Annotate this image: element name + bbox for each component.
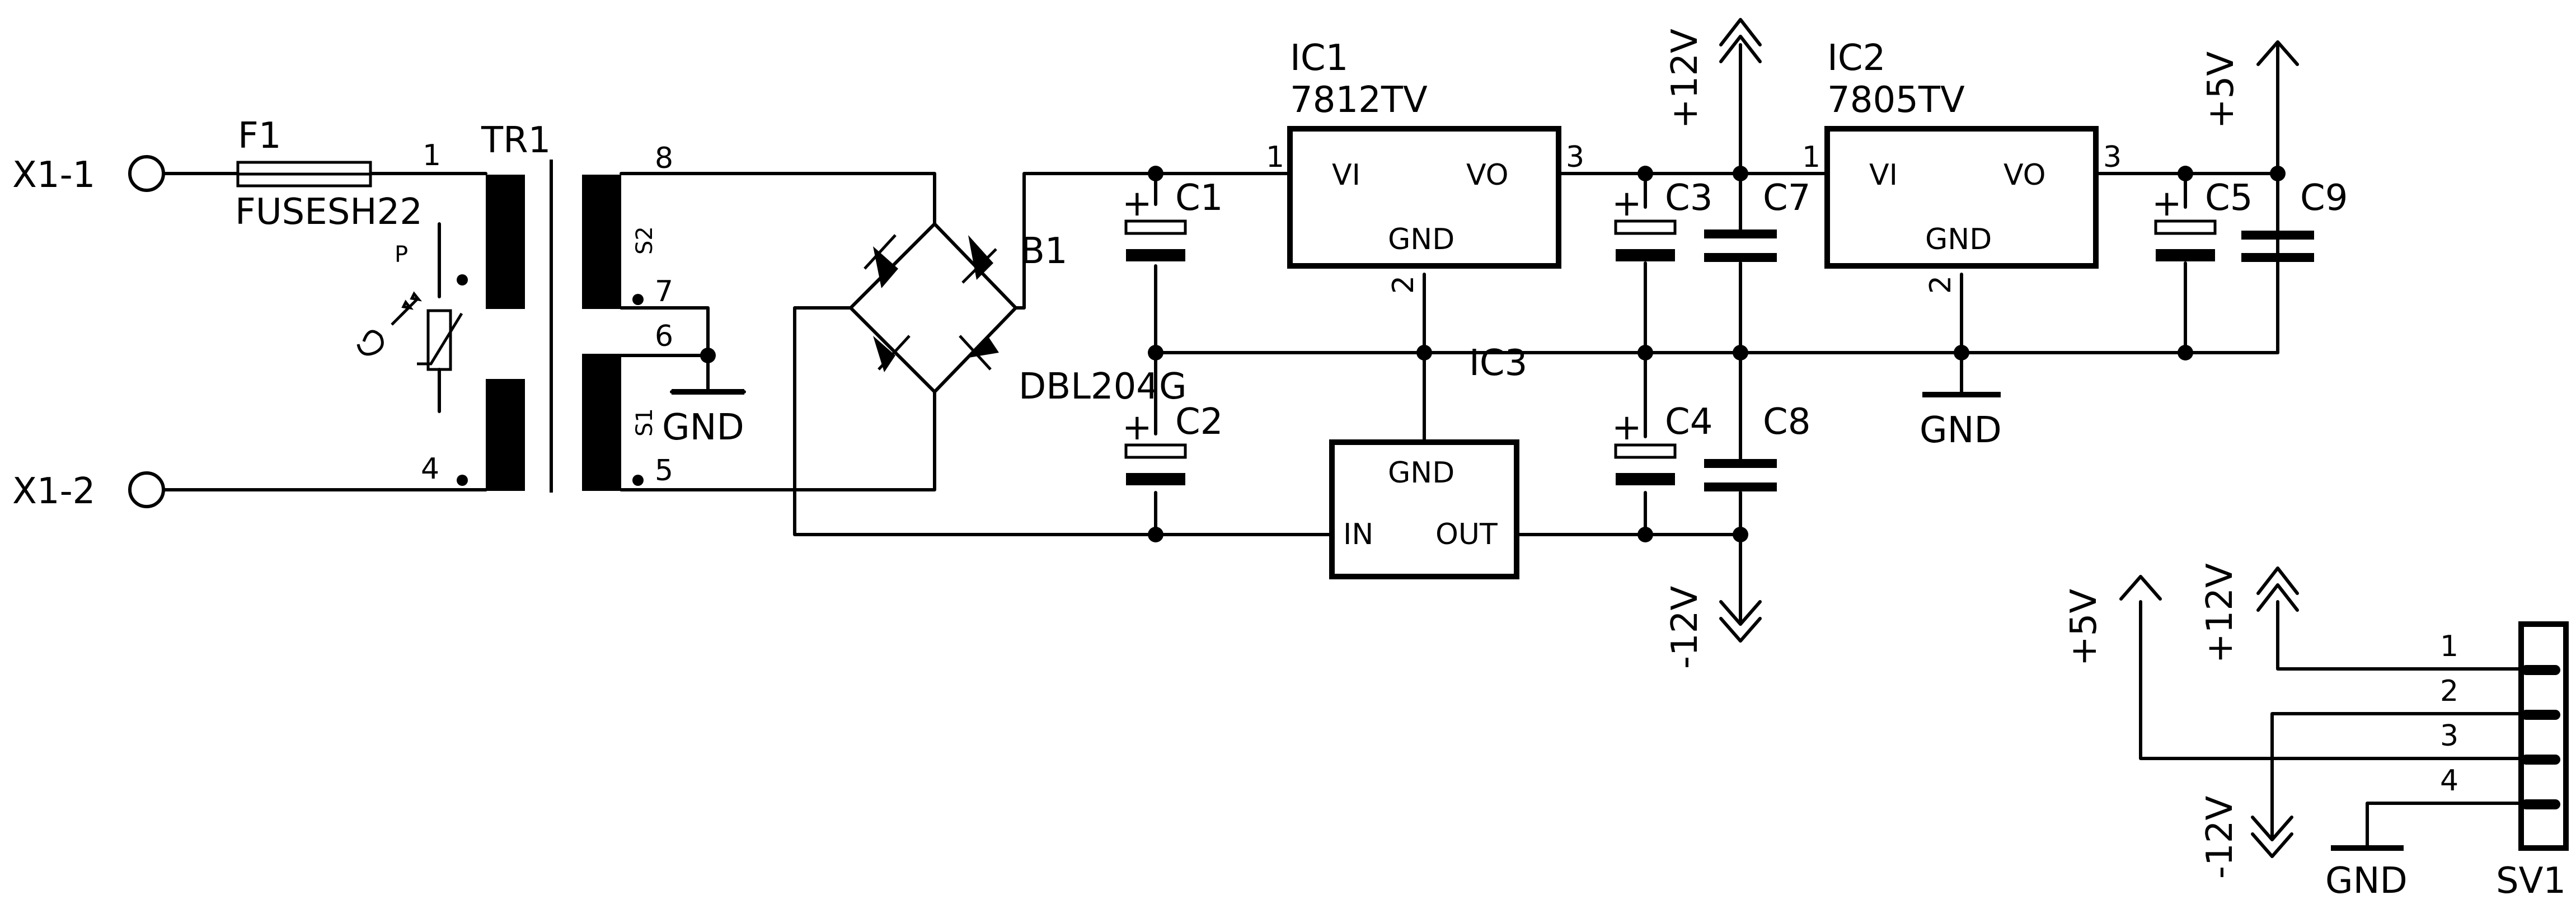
capacitor-c9: C9 (2241, 177, 2348, 262)
gnd-label-ic2: GND (1920, 410, 2002, 451)
c8-label: C8 (1763, 401, 1810, 443)
tr-pin-8: 8 (655, 142, 673, 175)
c3-label: C3 (1665, 177, 1712, 219)
gnd-label-sv1: GND (2325, 860, 2408, 902)
rail-minus12-label: -12V (1664, 586, 1706, 669)
x1-2-label: X1-2 (12, 471, 95, 512)
tr-pin-4: 4 (421, 452, 439, 486)
fuse-pin-1: 1 (423, 139, 441, 172)
rail-minus12-bottom: -12V (1664, 586, 1762, 669)
rail-minus12-sv: -12V (2199, 795, 2293, 879)
capacitor-c5: + C5 (2152, 177, 2253, 261)
fuse-name: F1 (238, 115, 281, 157)
tr-pin-6: 6 (655, 320, 673, 353)
c2-plus: + (1122, 407, 1152, 448)
connector-x1: X1-1 X1-2 (12, 154, 165, 512)
rail-plus5-top: +5V (2200, 40, 2299, 129)
c4-label: C4 (1665, 401, 1712, 443)
rail-plus5-label-sv: +5V (2063, 589, 2105, 666)
junctions (700, 166, 2286, 542)
c5-plus: + (2152, 183, 2182, 224)
ic1-gnd: GND (1388, 223, 1454, 256)
secondary-upper-label: S2 (632, 226, 658, 255)
transformer-name: TR1 (481, 120, 551, 161)
ic2-value: 7805TV (1827, 79, 1965, 121)
ic1-pin-1: 1 (1266, 140, 1284, 174)
capacitor-c4: + C4 (1612, 401, 1712, 485)
c4-plus: + (1612, 407, 1642, 448)
connector-sv1: 1 2 3 4 SV1 (2440, 621, 2569, 902)
regulator-ic1: IC1 7812TV VI VO GND 1 3 2 (1266, 38, 1584, 294)
rail-minus12-label-sv: -12V (2199, 795, 2241, 879)
c7-label: C7 (1763, 177, 1810, 219)
fuse-value: FUSESH22 (235, 191, 423, 233)
ic1-name: IC1 (1290, 38, 1348, 79)
ic2-pin-1: 1 (1802, 140, 1820, 174)
ic3-name: IC3 (1469, 343, 1527, 384)
tr-pin-7: 7 (655, 275, 673, 308)
c1-plus: + (1122, 183, 1152, 224)
primary-label: P (395, 242, 408, 268)
ic3-in: IN (1343, 518, 1373, 551)
capacitor-c1: + C1 (1122, 177, 1223, 261)
gnd-transformer: GND (662, 407, 744, 448)
ic2-gnd: GND (1925, 223, 1992, 256)
gnd-ic2: GND (1920, 392, 2002, 451)
gnd-sv1: GND (2325, 845, 2408, 902)
c2-label: C2 (1175, 401, 1223, 443)
capacitor-c3: + C3 (1612, 177, 1712, 261)
varistor (356, 291, 463, 371)
ic2-name: IC2 (1827, 38, 1885, 79)
ic1-pin-3: 3 (1566, 140, 1584, 174)
rail-plus5-label-top: +5V (2200, 51, 2242, 129)
terminal-x1-1 (128, 155, 165, 192)
sv1-pin-3: 3 (2440, 719, 2458, 753)
tr-pin-5: 5 (655, 454, 673, 488)
regulator-ic2: IC2 7805TV VI VO GND 1 3 2 (1802, 38, 2122, 294)
c1-label: C1 (1175, 177, 1223, 219)
rail-plus12-label-sv: +12V (2199, 563, 2241, 663)
ic1-vi: VI (1332, 158, 1360, 192)
ic1-value: 7812TV (1290, 79, 1428, 121)
ic1-vo: VO (1466, 158, 1509, 192)
c3-plus: + (1612, 183, 1642, 224)
rail-plus12-label-top: +12V (1664, 29, 1706, 129)
transformer-tr1: TR1 P S2 S1 4 8 7 6 5 (395, 120, 673, 493)
terminal-x1-2 (128, 471, 165, 508)
rail-plus5-sv: +5V (2063, 575, 2162, 666)
bridge-name: B1 (1020, 231, 1068, 272)
ic2-vo: VO (2003, 158, 2046, 192)
capacitor-c7: C7 (1704, 177, 1810, 262)
regulator-ic3: IC3 GND IN OUT (1329, 343, 1527, 579)
gnd-label-tr: GND (662, 407, 744, 448)
ic2-pin-2: 2 (1924, 275, 1958, 294)
ic2-vi: VI (1869, 158, 1898, 192)
ic3-out: OUT (1435, 518, 1498, 551)
bridge-value: DBL204G (1019, 366, 1187, 407)
sv1-pin-1: 1 (2440, 630, 2458, 663)
sv1-pin-4: 4 (2440, 764, 2458, 798)
sv1-pin-2: 2 (2440, 675, 2458, 708)
rail-plus12-sv: +12V (2199, 563, 2299, 663)
ic1-pin-2: 2 (1387, 275, 1420, 294)
rail-plus12-top: +12V (1664, 18, 1762, 129)
sv1-name: SV1 (2496, 860, 2566, 902)
x1-1-label: X1-1 (12, 154, 95, 196)
ic3-gnd: GND (1388, 456, 1454, 490)
secondary-lower-label: S1 (632, 408, 658, 437)
c9-label: C9 (2300, 177, 2348, 219)
capacitor-c2: + C2 (1122, 401, 1223, 485)
bridge-rectifier-b1: B1 DBL204G (864, 231, 1187, 407)
ic2-pin-3: 3 (2103, 140, 2122, 174)
fuse-f1: F1 FUSESH22 1 (235, 115, 441, 233)
capacitor-c8: C8 (1704, 401, 1810, 491)
c5-label: C5 (2205, 177, 2253, 219)
